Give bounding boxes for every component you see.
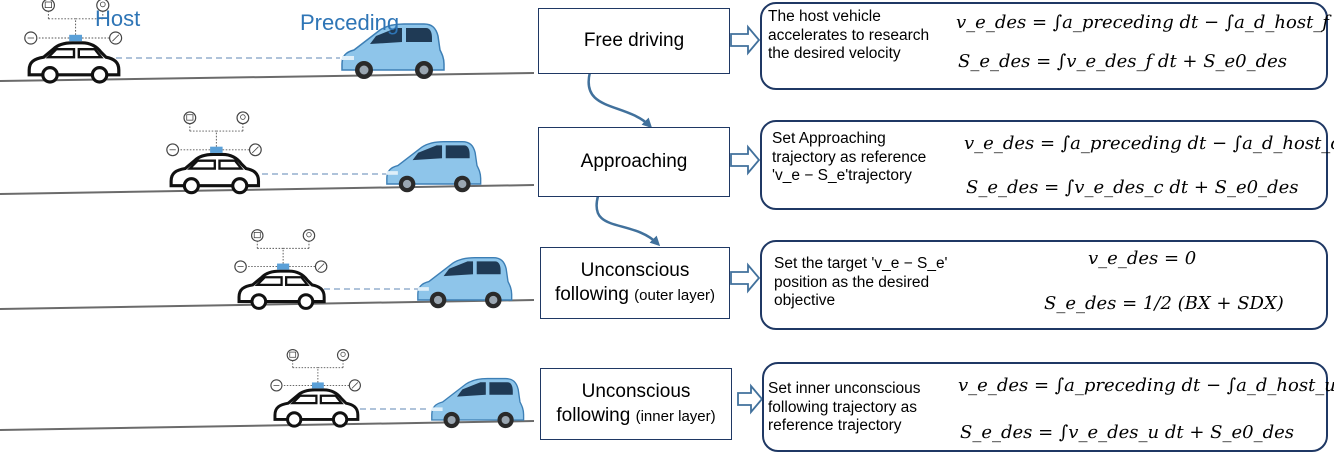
flow-arrow-1: [587, 71, 653, 129]
equation-2a: v_e_des = ∫a_preceding dt − ∫a_d_host_c …: [964, 133, 1334, 154]
host-label: Host: [95, 6, 141, 31]
description-box-3: [760, 240, 1328, 330]
preceding-label: Preceding: [300, 10, 400, 35]
stage-unconscious-inner: Unconscious following (inner layer): [540, 368, 732, 440]
description-text-2: Set Approaching trajectory as reference …: [772, 130, 927, 185]
stage-label: Free driving: [583, 30, 685, 52]
stage-label-small: (outer layer): [634, 287, 716, 304]
preceding-car-4: [431, 377, 525, 429]
description-box-1: [760, 2, 1328, 90]
host-car-4: [269, 348, 362, 428]
equation-3b: S_e_des = 1/2 (BX + SDX): [1044, 293, 1284, 314]
flow-arrow-2: [595, 195, 661, 247]
stage-label: Unconscious: [581, 381, 691, 403]
description-text-1: The host vehicle accelerates to research…: [768, 8, 930, 63]
equation-1b: S_e_des = ∫v_e_des_f dt + S_e0_des: [958, 51, 1288, 72]
hollow-arrow-2: [730, 144, 761, 176]
description-box-2: [760, 120, 1328, 210]
host-car-3: [233, 228, 329, 310]
equation-4b: S_e_des = ∫v_e_des_u dt + S_e0_des: [960, 422, 1294, 443]
stage-label: Approaching: [580, 151, 688, 173]
equation-2b: S_e_des = ∫v_e_des_c dt + S_e0_des: [966, 177, 1299, 198]
host-car-2: [165, 110, 263, 195]
preceding-car-2: [386, 140, 482, 193]
description-text-3: Set the target 'v_e − S_e' position as t…: [774, 255, 948, 310]
stage-label-2: following: [556, 405, 631, 426]
stage-label-2: following: [554, 284, 629, 305]
equation-1a: v_e_des = ∫a_preceding dt − ∫a_d_host_f …: [956, 12, 1334, 33]
hollow-arrow-4: [737, 383, 764, 415]
stage-label: Unconscious: [580, 260, 690, 282]
stage-free-driving: Free driving: [538, 8, 730, 74]
stage-approaching: Approaching: [538, 127, 730, 197]
road-1: [0, 72, 535, 82]
description-text-4: Set inner unconscious following trajecto…: [768, 380, 921, 435]
description-box-4: [762, 362, 1328, 452]
hollow-arrow-3: [730, 262, 761, 294]
equation-4a: v_e_des = ∫a_preceding dt − ∫a_d_host_u …: [958, 375, 1334, 396]
stage-label-small: (inner layer): [635, 408, 716, 425]
preceding-car-3: [417, 256, 513, 309]
stage-unconscious-outer: Unconscious following (outer layer): [540, 247, 730, 319]
hollow-arrow-1: [730, 24, 761, 56]
road-2: [0, 184, 535, 195]
equation-3a: v_e_des = 0: [1088, 248, 1197, 269]
